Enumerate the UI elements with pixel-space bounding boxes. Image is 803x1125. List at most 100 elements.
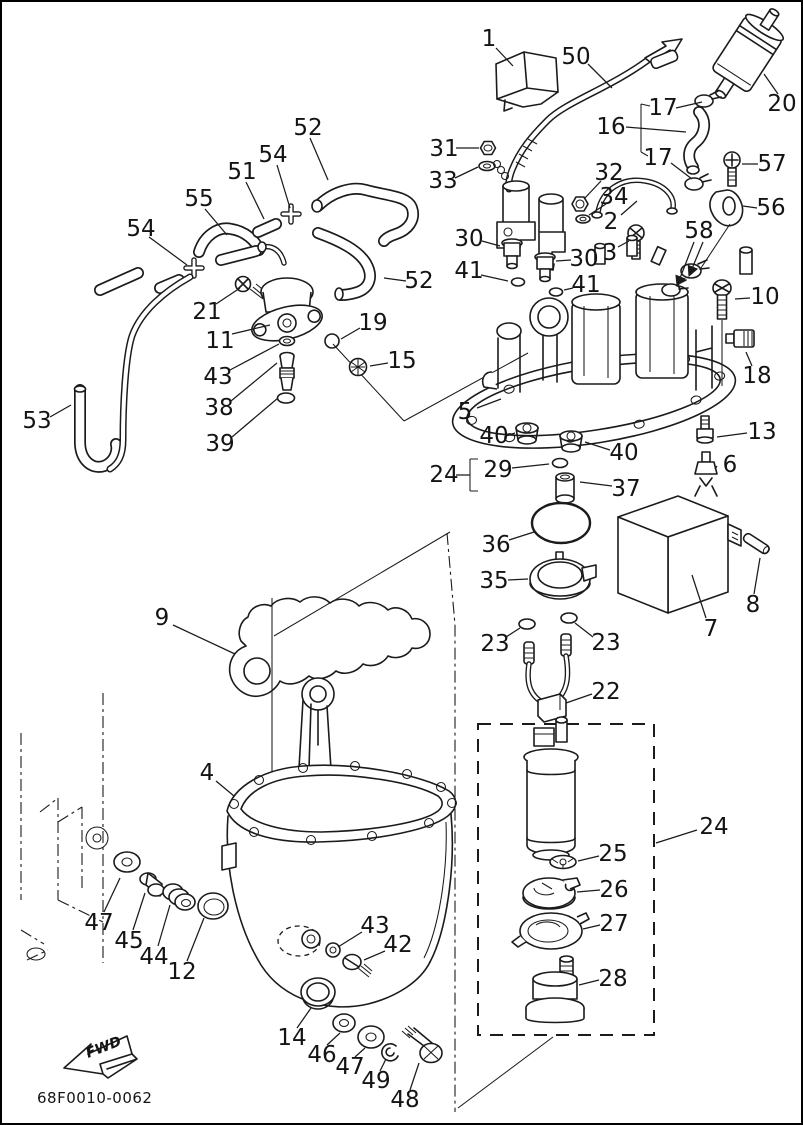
leader-line-37 [579,481,613,487]
leader-line-40 [505,432,516,437]
leader-line-56 [742,205,758,209]
callout-41: 41 [571,272,600,298]
callout-28: 28 [598,966,627,992]
part-41-orings [510,277,564,297]
callout-23: 23 [480,631,509,657]
leader-line-35 [507,578,529,581]
leader-line-52 [383,277,407,282]
callout-10: 10 [750,284,779,310]
leader-line-36 [508,531,535,541]
leader-line-38 [230,362,278,402]
callout-48: 48 [390,1087,419,1113]
leader-line-20 [763,73,779,95]
leader-line-33 [454,166,479,179]
callout-49: 49 [361,1068,390,1094]
callout-17: 17 [648,95,677,121]
engine-phantom-outline [20,797,109,961]
leader-line-11 [231,324,271,335]
callout-36: 36 [481,532,510,558]
part-12-seal [197,892,229,920]
leader-line-49 [379,1058,387,1072]
part-42-screw [342,953,373,978]
leader-line-29 [511,463,550,469]
leader-line-32 [583,180,602,200]
callout-18: 18 [742,363,771,389]
callout-44: 44 [139,944,168,970]
leader-line-34 [588,203,607,216]
leader-line-44 [157,904,171,947]
callout-51: 51 [227,159,256,185]
leader-line-3 [617,240,630,248]
callout-55: 55 [184,186,213,212]
callout-32: 32 [594,160,623,186]
part-9-gasket [228,596,431,698]
callout-54: 54 [258,142,287,168]
callout-3: 3 [603,240,618,266]
leader-line-23 [505,627,521,638]
leader-line-8 [753,557,761,595]
leader-line-51 [245,181,265,220]
part-35-retainer [529,551,597,600]
callout-53: 53 [22,408,51,434]
part-30-joints [501,238,556,283]
leader-line-1 [495,47,514,67]
callout-13: 13 [747,419,776,445]
leader-line-47 [354,1047,366,1058]
part-50-lead-wire [505,38,683,193]
callout-30: 30 [454,226,483,252]
part-36-oring [530,501,592,545]
leader-line-50 [587,63,613,89]
leader-line-10 [734,297,751,300]
callout-46: 46 [307,1042,336,1068]
leader-line-52 [309,137,329,181]
leader-line-58 [687,241,704,278]
part-40-grommets [515,422,583,453]
callout-12: 12 [167,959,196,985]
leader-line-46 [326,1032,341,1046]
callout-24: 24 [429,462,458,488]
callout-41: 41 [454,258,483,284]
callout-40: 40 [609,440,638,466]
callout-47: 47 [335,1054,364,1080]
leader-line-43 [229,343,280,371]
leader-line-9 [172,624,236,655]
leader-line-22 [565,693,593,704]
part-26-impeller [522,877,581,910]
part-33-washer [478,160,496,172]
callout-31: 31 [429,136,458,162]
leader-line-16 [625,126,687,133]
part-16-fuel-hose [640,103,711,175]
part-25-washer [549,854,577,870]
part-54-joints [183,203,302,279]
part-14-seal [300,977,336,1010]
callout-15: 15 [387,348,416,374]
part-34-washer [575,214,591,224]
part-51-hose [94,218,282,296]
callout-54: 54 [126,216,155,242]
callout-37: 37 [611,476,640,502]
part-48-bolt [401,1025,443,1064]
part-45-collar [139,872,165,897]
part-56-holder [700,189,744,269]
callout-52: 52 [293,115,322,141]
callout-5: 5 [458,399,473,425]
leader-line-30 [555,259,572,262]
part-47-washer-b [357,1025,385,1049]
callout-27: 27 [599,911,628,937]
part-17-hose-clamps [684,90,722,191]
leader-line-17 [675,101,703,109]
callout-16: 16 [596,114,625,140]
leader-line-15 [369,362,389,367]
leader-line-14 [296,1007,312,1029]
leader-line-18 [745,351,753,367]
callout-19: 19 [358,310,387,336]
callout-30: 30 [569,246,598,272]
leader-line-43 [337,931,363,948]
callout-34: 34 [599,184,628,210]
part-1-rubber-cover [495,51,559,112]
part-57-screw [723,151,741,187]
leader-line-19 [340,327,361,340]
part-46-washer [332,1013,356,1033]
callout-43: 43 [203,364,232,390]
